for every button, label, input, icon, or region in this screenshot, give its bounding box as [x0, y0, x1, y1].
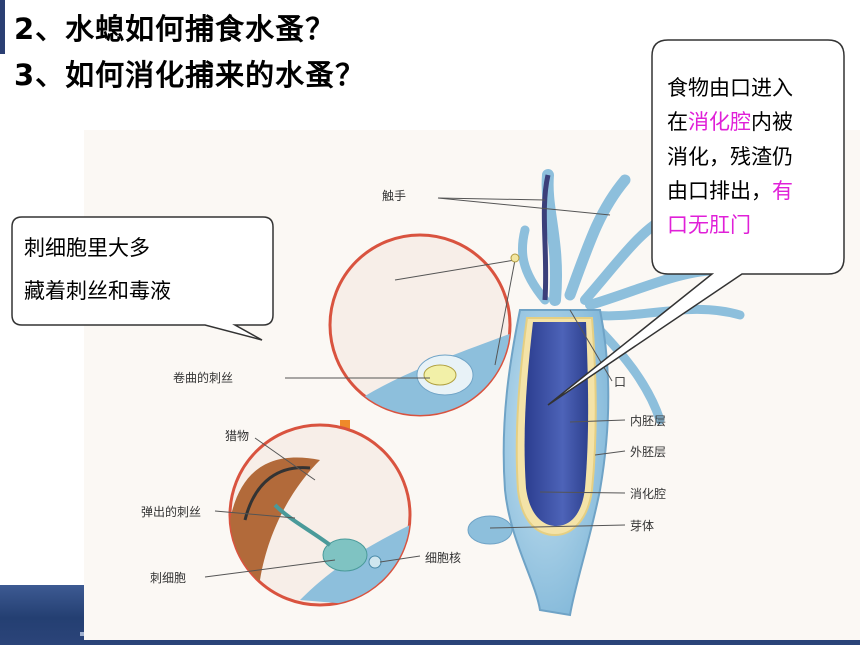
label-endoderm: 内胚层	[630, 414, 666, 428]
highlight-mouth-no-anus-start: 有	[772, 179, 793, 203]
callout-right-line3: 消化，残渣仍	[667, 145, 793, 169]
highlight-digestive-cavity: 消化腔	[688, 110, 751, 134]
label-prey: 猎物	[225, 429, 249, 443]
callout-right-line1: 食物由口进入	[667, 76, 793, 100]
question-2-title: 2、水螅如何捕食水蚤？	[14, 12, 336, 46]
label-mouth: 口	[614, 375, 626, 389]
label-coiled-thread: 卷曲的刺丝	[173, 370, 233, 385]
label-ectoderm: 外胚层	[630, 445, 666, 459]
tentacle-core	[541, 174, 551, 301]
label-digestive-cavity: 消化腔	[630, 486, 666, 501]
callout-right-line4: 由口排出，有	[667, 179, 793, 203]
bud-shape	[467, 515, 513, 545]
callout-right: 食物由口进入 在消化腔内被 消化，残渣仍 由口排出，有 口无肛门	[547, 39, 845, 406]
coiled-thread-magnifier	[328, 233, 520, 417]
label-ejected-thread: 弹出的刺丝	[141, 504, 201, 519]
leader-lines	[204, 197, 626, 578]
label-tentacle: 触手	[382, 189, 406, 203]
callout-right-line5: 口无肛门	[667, 213, 751, 237]
label-nucleus: 细胞核	[425, 551, 461, 565]
callout-left: 刺细胞里大多 藏着刺丝和毒液	[11, 216, 274, 341]
question-3-title: 3、如何消化捕来的水蚤？	[14, 58, 366, 92]
callout-right-line2: 在消化腔内被	[667, 110, 793, 134]
accent-bar	[0, 0, 5, 54]
hydra-body	[467, 309, 610, 617]
label-cnidocyte: 刺细胞	[150, 571, 186, 585]
ejected-thread-magnifier	[228, 423, 412, 607]
callout-left-line1: 刺细胞里大多	[24, 236, 150, 260]
label-bud: 芽体	[630, 519, 654, 533]
callout-left-line2: 藏着刺丝和毒液	[24, 279, 171, 303]
